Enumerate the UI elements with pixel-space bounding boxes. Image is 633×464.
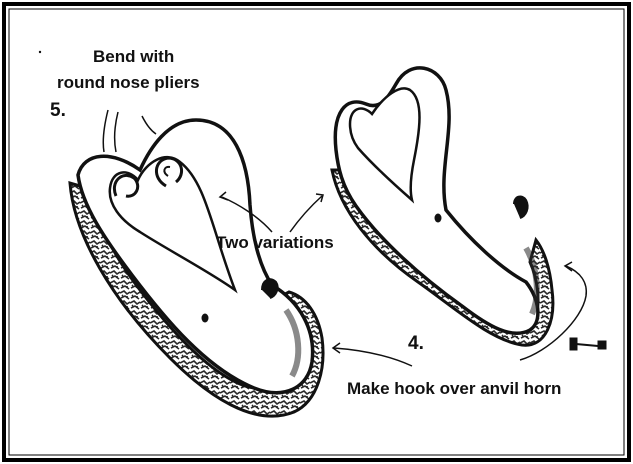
step-4-label: 4. xyxy=(408,334,424,355)
bend-instruction-line1: Bend with xyxy=(93,48,174,67)
arrow-to-right-variation xyxy=(290,196,322,232)
right-hook-illustration xyxy=(332,68,553,345)
two-variations-label: Two variations xyxy=(216,234,334,253)
left-nail-hole xyxy=(202,314,209,323)
pliers-stroke-3 xyxy=(142,116,156,134)
left-hook-illustration xyxy=(70,120,323,416)
hammer-icon xyxy=(570,338,606,350)
right-hook-tip xyxy=(514,197,528,218)
bend-instruction-line2: round nose pliers xyxy=(57,74,200,93)
make-hook-instruction: Make hook over anvil horn xyxy=(347,380,561,399)
right-nail-hole xyxy=(435,214,442,223)
pliers-stroke-2 xyxy=(115,112,118,152)
arrow-to-left-bend xyxy=(334,348,412,366)
step-5-label: 5. xyxy=(50,101,66,122)
stray-mark xyxy=(39,51,41,53)
pliers-stroke-1 xyxy=(103,110,108,152)
